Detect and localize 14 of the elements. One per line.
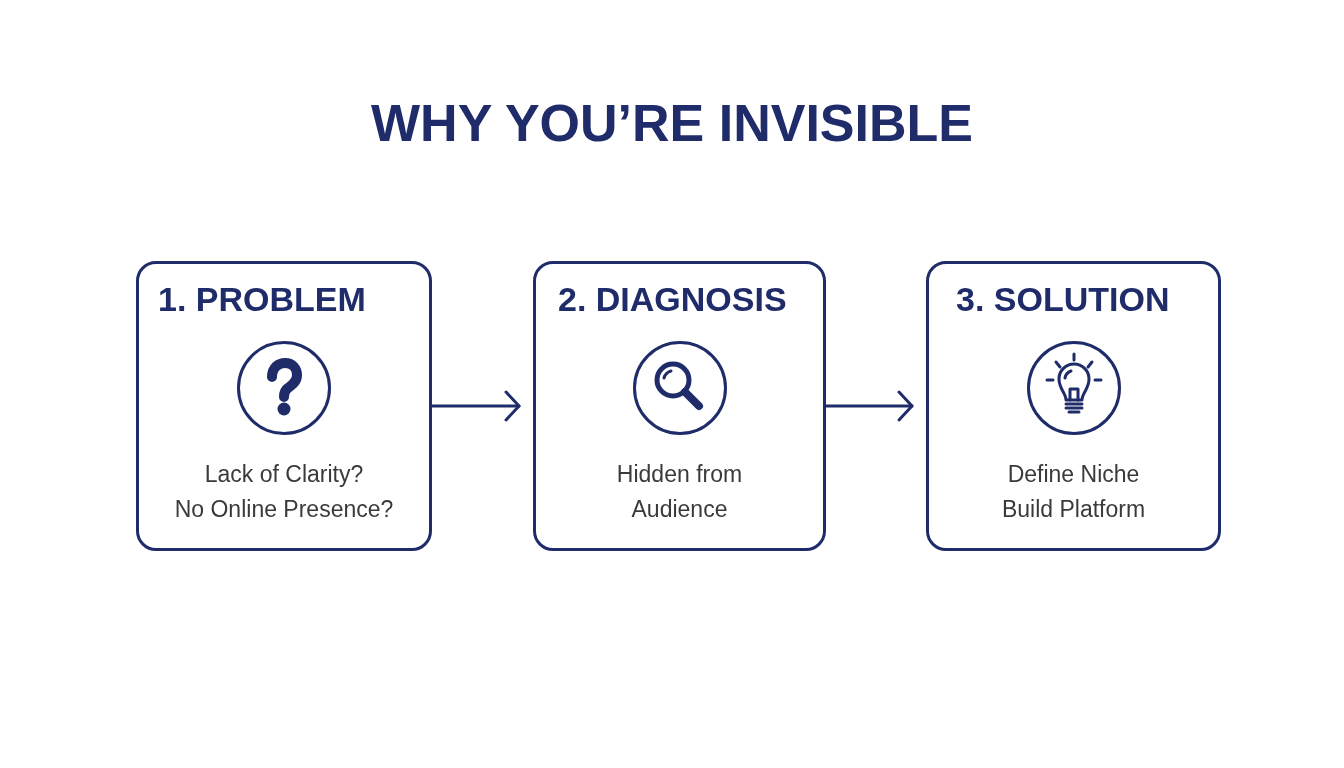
step-description: No Online Presence?	[174, 495, 394, 524]
step-heading: 1. PROBLEM	[158, 279, 366, 320]
step-description: Hidden from Audience	[615, 460, 744, 524]
step-heading: 3. SOLUTION	[956, 279, 1170, 320]
step-description: Define Niche	[1007, 460, 1140, 489]
arrow	[430, 390, 521, 422]
arrow	[824, 390, 914, 422]
step-card	[926, 261, 1221, 551]
step-card	[136, 261, 432, 551]
step-description: Lack of Clarity?	[204, 460, 364, 489]
diagram-title: WHY YOU’RE INVISIBLE	[371, 93, 973, 154]
step-heading: 2. DIAGNOSIS	[558, 279, 787, 320]
step-card	[533, 261, 826, 551]
step-description: Build Platform	[1001, 495, 1146, 524]
